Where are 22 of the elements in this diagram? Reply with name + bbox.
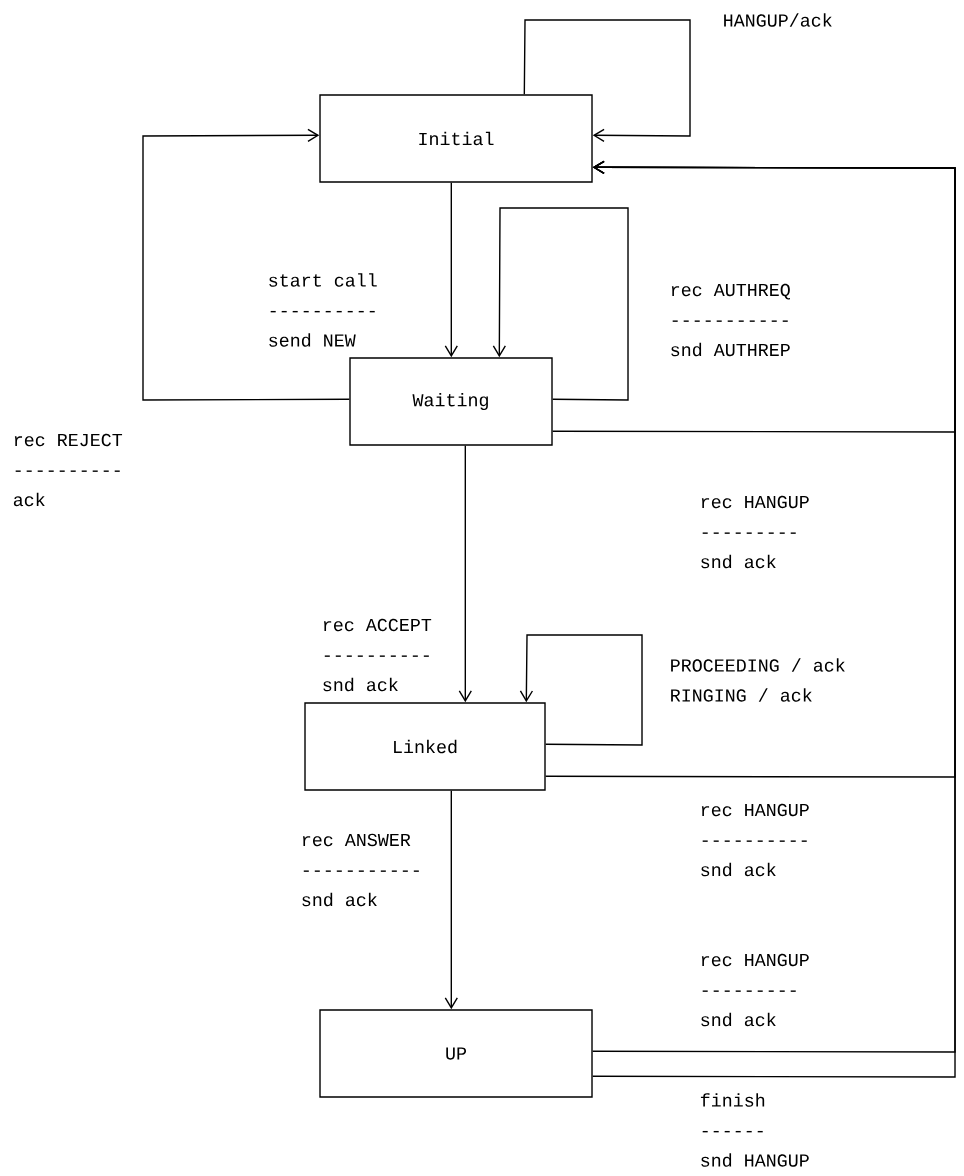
- arrow: [142, 128, 350, 401]
- arrow: [492, 207, 629, 401]
- edge-label: rec HANGUP ---------- snd ack: [697, 801, 818, 879]
- edge-label: HANGUP/ack: [720, 11, 835, 29]
- edge-label: rec HANGUP --------- snd ack: [697, 493, 818, 571]
- edge-label: rec ACCEPT ---------- snd ack: [319, 616, 440, 694]
- edge-label: rec REJECT ---------- ack: [10, 431, 131, 509]
- edge-label: finish ------ snd HANGUP: [697, 1091, 818, 1169]
- edge-label: rec AUTHREQ ----------- snd AUTHREP: [667, 281, 799, 359]
- state-box: Linked: [304, 702, 546, 791]
- arrow: [519, 634, 643, 746]
- edge-label: rec HANGUP --------- snd ack: [697, 951, 818, 1029]
- edge-label: PROCEEDING / ack RINGING / ack: [667, 656, 854, 704]
- edge-label: rec ANSWER ----------- snd ack: [298, 831, 430, 909]
- edge-label: start call ---------- send NEW: [265, 271, 386, 349]
- arrow: [523, 19, 691, 143]
- arrow: [444, 182, 458, 358]
- state-box: UP: [319, 1009, 593, 1098]
- arrow: [444, 790, 458, 1010]
- arrow: [458, 445, 472, 703]
- state-box: Initial: [319, 94, 593, 183]
- state-box: Waiting: [349, 357, 553, 446]
